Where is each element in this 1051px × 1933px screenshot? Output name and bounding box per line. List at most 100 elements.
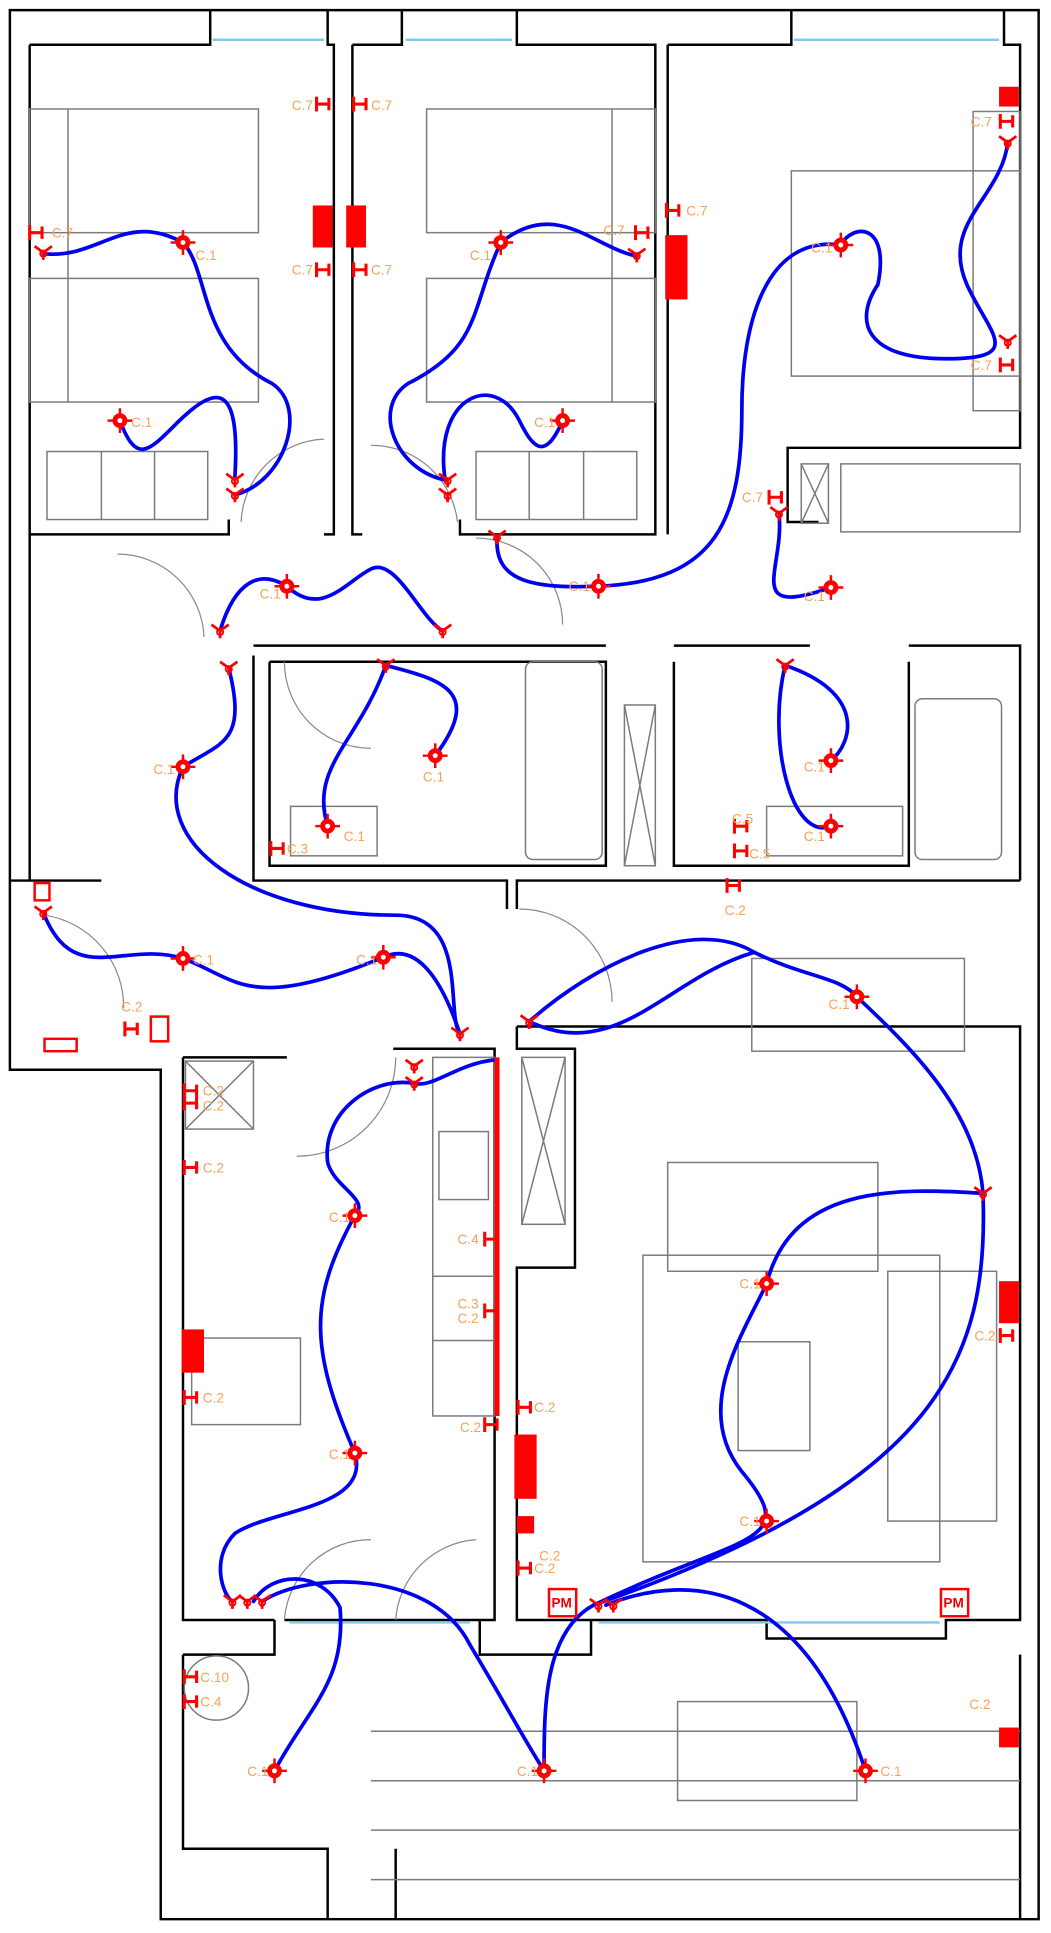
switch-icon: [33, 905, 54, 922]
circuit-label: C.1: [804, 589, 825, 604]
circuit-label: C.7: [971, 114, 992, 129]
light-point-icon: [487, 228, 515, 257]
outlet-icon: [634, 223, 650, 242]
circuit-labels: C.7 C.7 C.7 C.7 C.7 C.1 C.1 C.1 C.7 C.7 …: [52, 98, 996, 1779]
switch-icon: [218, 660, 239, 677]
distribution-board-icon: [33, 881, 51, 902]
circuit-label: C.2: [534, 1400, 555, 1415]
outlet-icon: [28, 223, 44, 242]
circuit-label: C.5: [749, 846, 770, 861]
light-point-icon: [106, 406, 134, 435]
circuit-label: C.7: [603, 223, 624, 238]
outlet-icon: [269, 839, 285, 858]
circuit-label: C.3: [287, 841, 308, 856]
switch-box-icon: [181, 1329, 205, 1373]
outlet-icon: [732, 841, 749, 860]
circuit-label: C.1: [517, 1764, 538, 1779]
outlet-icon: [998, 355, 1015, 374]
circuit-label: C.1: [804, 829, 825, 844]
circuit-label: C.7: [686, 203, 707, 218]
circuit-label: C.1: [569, 579, 590, 594]
circuit-label: C.2: [969, 1697, 990, 1712]
circuit-label: C.7: [371, 263, 392, 278]
circuit-label: C.1: [260, 587, 281, 602]
circuit-label: C.1: [880, 1764, 901, 1779]
circuit-label: C.1: [329, 1447, 350, 1462]
switch-icon: [997, 134, 1018, 152]
circuit-label: C.7: [971, 358, 992, 373]
circuit-label: C.1: [423, 770, 444, 785]
circuit-label: C.1: [153, 762, 174, 777]
walls: [8, 8, 1040, 1921]
circuit-label: C.2: [974, 1329, 995, 1344]
circuit-label: C.1: [739, 1514, 760, 1529]
circuit-label: C.2: [203, 1099, 224, 1114]
switch-box-icon: [514, 1434, 537, 1499]
circuit-label: C.1: [329, 1210, 350, 1225]
circuit-label: C.1: [470, 248, 491, 263]
circuit-label: C.2: [203, 1390, 224, 1405]
pm-box-2: [939, 1587, 970, 1618]
circuit-label: C.1: [247, 1764, 268, 1779]
circuit-label: C.2: [203, 1160, 224, 1175]
outlet-icon: [516, 1398, 532, 1417]
telecom-box-icon: [149, 1015, 170, 1043]
light-point-icon: [314, 812, 342, 840]
outlet-icon: [182, 1667, 199, 1686]
pm-label-2: PM: [943, 1596, 963, 1611]
thermostat-icon: [516, 1516, 535, 1534]
circuit-label: C.7: [292, 98, 313, 113]
circuit-label: C.4: [200, 1695, 222, 1710]
outlet-icon: [352, 95, 368, 114]
circuit-label: C.1: [811, 240, 832, 255]
switch-box-icon: [312, 205, 333, 248]
circuit-label: C.1: [344, 829, 365, 844]
circuit-label: C.1: [804, 760, 825, 775]
outlet-icon: [182, 1158, 199, 1177]
circuit-label: C.4: [457, 1232, 479, 1247]
switch-box-icon: [999, 86, 1019, 107]
circuit-label: C.1: [739, 1277, 760, 1292]
circuit-label: C.1: [131, 415, 152, 430]
outlet-icon: [516, 1559, 532, 1578]
outlet-icon: [998, 1326, 1015, 1345]
outlet-icon: [314, 260, 331, 279]
outlet-icon: [123, 1019, 139, 1038]
circuit-label: C.7: [742, 490, 763, 505]
circuit-label: C.2: [534, 1561, 555, 1576]
circuit-label: C.1: [828, 997, 849, 1012]
electrical-boxes: PM PM: [33, 86, 1019, 1748]
outlet-icon: [314, 95, 331, 114]
circuit-label: C.3: [457, 1296, 478, 1311]
switch-icon: [222, 1593, 243, 1611]
circuit-label: C.10: [200, 1670, 229, 1685]
outlet-icon: [767, 488, 783, 507]
switch-icon: [432, 623, 453, 640]
circuit-label: C.1: [193, 953, 214, 968]
circuit-label: C.1: [356, 953, 377, 968]
switch-icon: [404, 1058, 425, 1075]
pm-box-1: [547, 1587, 578, 1618]
circuit-label: C.7: [292, 263, 313, 278]
switch-box-icon: [665, 235, 688, 300]
circuit-label: C.1: [195, 248, 216, 263]
switch-icon: [252, 1593, 273, 1611]
circuit-label: C.1: [534, 415, 555, 430]
switch-box-icon: [999, 1281, 1019, 1324]
switch-box-icon: [999, 1727, 1019, 1748]
pm-label-1: PM: [551, 1596, 571, 1611]
furniture: [28, 108, 1021, 1881]
switch-icon: [997, 333, 1018, 351]
circuit-label: C.2: [203, 1084, 224, 1099]
switch-box-icon: [346, 205, 366, 248]
circuit-label: C.7: [371, 98, 392, 113]
meter-icon: [43, 1037, 78, 1053]
circuit-label: C.2: [121, 1000, 142, 1015]
outlet-icon: [182, 1388, 199, 1407]
outlet-icon: [352, 260, 368, 279]
switch-icon: [224, 487, 245, 504]
circuit-label: C.2: [539, 1549, 560, 1564]
circuit-label: C.2: [457, 1311, 478, 1326]
circuit-label: C.5: [732, 812, 753, 827]
